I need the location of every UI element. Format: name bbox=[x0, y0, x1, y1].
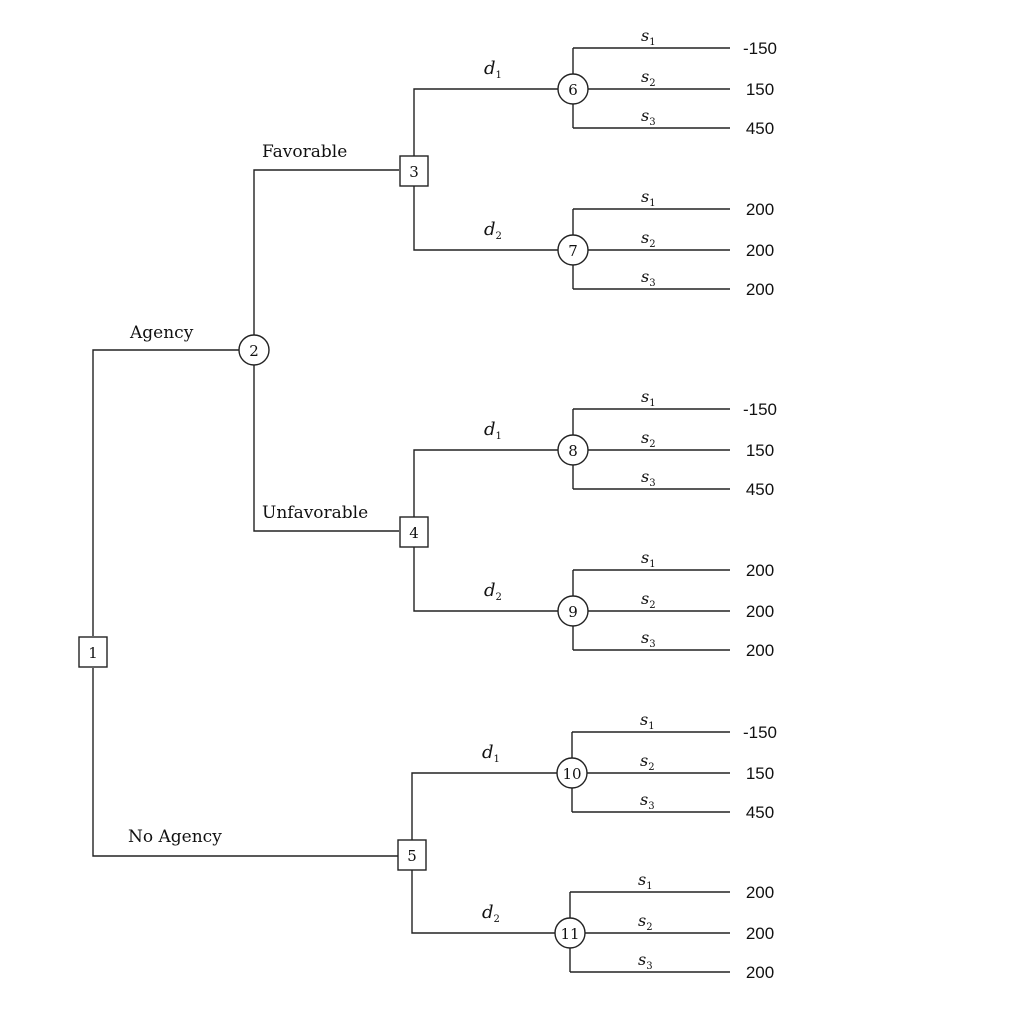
state-label: s2 bbox=[641, 428, 656, 450]
circle-icon bbox=[557, 234, 589, 266]
state-label: s1 bbox=[641, 548, 656, 570]
state-label: s2 bbox=[641, 589, 656, 611]
state-label: s3 bbox=[640, 790, 655, 812]
branch-label-favorable: Favorable bbox=[262, 142, 347, 162]
node-number: 6 bbox=[568, 81, 578, 99]
node-number: 2 bbox=[249, 342, 259, 360]
edge-agency bbox=[92, 349, 240, 636]
payoff-value: -150 bbox=[743, 723, 777, 742]
square-icon bbox=[399, 516, 429, 548]
payoff-value: 200 bbox=[746, 241, 774, 260]
branch-label-agency: Agency bbox=[129, 323, 194, 343]
decision-label: d2 bbox=[482, 902, 500, 925]
node-number: 10 bbox=[562, 765, 581, 783]
circle-icon bbox=[557, 595, 589, 627]
node-number: 3 bbox=[409, 163, 419, 181]
square-icon bbox=[399, 155, 429, 187]
node-number: 7 bbox=[568, 242, 578, 260]
decision-label: d1 bbox=[482, 742, 500, 765]
payoff-value: 200 bbox=[746, 280, 774, 299]
payoff-value: -150 bbox=[743, 400, 777, 419]
chance-node-8: 8 bbox=[557, 434, 589, 466]
state-label: s2 bbox=[640, 751, 655, 773]
node-number: 4 bbox=[409, 524, 419, 542]
state-label: s1 bbox=[641, 187, 656, 209]
payoff-value: 200 bbox=[746, 561, 774, 580]
state-label: s2 bbox=[641, 228, 656, 250]
node-number: 5 bbox=[407, 847, 417, 865]
circle-icon bbox=[556, 757, 588, 789]
state-label: s1 bbox=[640, 710, 655, 732]
decision-edge-4-9 bbox=[413, 547, 559, 612]
circle-icon bbox=[554, 917, 586, 949]
edges bbox=[92, 47, 730, 973]
decision-node-3: 3 bbox=[399, 155, 429, 187]
state-label: s3 bbox=[641, 267, 656, 289]
decision-node-5: 5 bbox=[397, 839, 427, 871]
chance-node-2: 2 bbox=[238, 334, 270, 366]
chance-node-7: 7 bbox=[557, 234, 589, 266]
node-number: 11 bbox=[560, 925, 579, 943]
decision-edge-4-8 bbox=[413, 449, 559, 517]
state-label: s1 bbox=[638, 870, 653, 892]
decision-edge-5-10 bbox=[411, 772, 558, 840]
branch-label-no-agency: No Agency bbox=[128, 827, 222, 847]
state-label: s3 bbox=[641, 106, 656, 128]
decision-label: d1 bbox=[484, 419, 502, 442]
payoff-value: 200 bbox=[746, 602, 774, 621]
state-label: s2 bbox=[641, 67, 656, 89]
edge-unfavorable bbox=[253, 364, 399, 532]
chance-node-9: 9 bbox=[557, 595, 589, 627]
payoff-value: 200 bbox=[746, 963, 774, 982]
payoff-value: 200 bbox=[746, 200, 774, 219]
payoff-value: -150 bbox=[743, 39, 777, 58]
payoff-value: 200 bbox=[746, 883, 774, 902]
circle-icon bbox=[557, 434, 589, 466]
square-icon bbox=[397, 839, 427, 871]
decision-label: d2 bbox=[484, 219, 502, 242]
circle-icon bbox=[238, 334, 270, 366]
decision-edge-3-6 bbox=[413, 88, 559, 156]
decision-label: d1 bbox=[484, 58, 502, 81]
node-number: 1 bbox=[88, 644, 98, 662]
node-number: 8 bbox=[568, 442, 578, 460]
decision-label: d2 bbox=[484, 580, 502, 603]
state-label: s3 bbox=[641, 467, 656, 489]
payoff-value: 450 bbox=[746, 803, 774, 822]
branch-label-unfavorable: Unfavorable bbox=[262, 503, 368, 523]
payoff-value: 450 bbox=[746, 119, 774, 138]
decision-edge-5-11 bbox=[411, 870, 556, 934]
state-label: s1 bbox=[641, 26, 656, 48]
edge-no-agency bbox=[92, 668, 398, 857]
circle-icon bbox=[557, 73, 589, 105]
chance-node-6: 6 bbox=[557, 73, 589, 105]
decision-edge-3-7 bbox=[413, 186, 559, 251]
payoff-value: 150 bbox=[746, 764, 774, 783]
state-label: s1 bbox=[641, 387, 656, 409]
decision-node-4: 4 bbox=[399, 516, 429, 548]
square-icon bbox=[78, 636, 108, 668]
chance-node-10: 10 bbox=[556, 757, 588, 789]
state-label: s2 bbox=[638, 911, 653, 933]
state-label: s3 bbox=[641, 628, 656, 650]
payoff-value: 200 bbox=[746, 924, 774, 943]
node-number: 9 bbox=[568, 603, 578, 621]
payoff-value: 150 bbox=[746, 80, 774, 99]
decision-node-1: 1 bbox=[78, 636, 108, 668]
payoff-value: 150 bbox=[746, 441, 774, 460]
state-label: s3 bbox=[638, 950, 653, 972]
chance-node-11: 11 bbox=[554, 917, 586, 949]
payoff-value: 450 bbox=[746, 480, 774, 499]
payoff-value: 200 bbox=[746, 641, 774, 660]
edge-favorable bbox=[253, 169, 399, 336]
nodes: 1 2 3 4 5 6 7 8 9 10 11 bbox=[78, 73, 589, 949]
